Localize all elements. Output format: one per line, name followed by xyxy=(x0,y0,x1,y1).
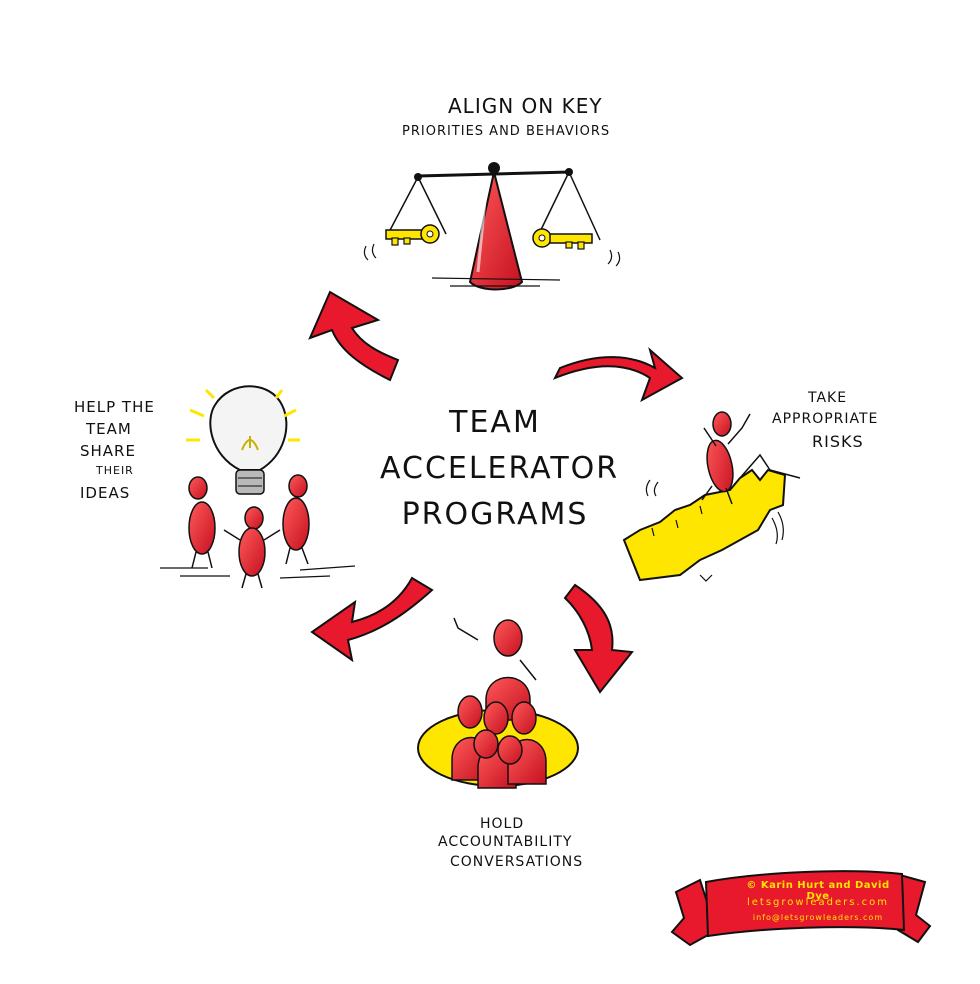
credits-authors: © Karin Hurt and David Dye xyxy=(746,880,890,902)
accountability-label-line3: Conversations xyxy=(450,854,584,870)
align-label-line2: Priorities and Behaviors xyxy=(402,124,611,139)
key-icon-right xyxy=(532,228,593,250)
center-title-line1: Team xyxy=(449,405,541,440)
lightbulb-icon xyxy=(186,385,300,495)
figure-right xyxy=(282,474,310,565)
ideas-label-line4: their xyxy=(96,464,134,477)
accountability-group-icon xyxy=(417,617,579,789)
key-icon-left xyxy=(385,224,440,246)
align-label-line1: Align on Key xyxy=(448,94,603,118)
center-title-line2: Accelerator xyxy=(380,451,620,486)
figure-climber xyxy=(701,411,751,505)
credits-banner xyxy=(670,870,932,947)
risks-label-line2: Appropriate xyxy=(772,411,879,427)
accountability-label-line2: Accountability xyxy=(438,834,573,850)
center-title-line3: Programs xyxy=(401,497,589,532)
cliff-icon xyxy=(622,453,801,582)
risks-label-line3: Risks xyxy=(812,432,864,451)
figure-center xyxy=(223,506,281,589)
arrow-top-right xyxy=(552,347,684,403)
ideas-label-line1: Help the xyxy=(74,398,155,416)
ideas-label-line5: Ideas xyxy=(80,484,131,502)
arrow-bottom-left xyxy=(310,576,434,663)
ideas-label-line3: Share xyxy=(80,442,136,460)
ideas-label-line2: Team xyxy=(86,420,132,438)
arrow-top-left xyxy=(308,290,400,382)
balance-scale-icon xyxy=(363,162,621,291)
accountability-label-line1: Hold xyxy=(480,816,525,832)
risks-label-line1: Take xyxy=(808,390,848,406)
credits-email: info@letsgrowleaders.com xyxy=(752,913,884,922)
credits-website: letsgrowleaders.com xyxy=(746,897,889,908)
arrow-bottom-right xyxy=(563,583,634,694)
center-title: Team Accelerator Programs xyxy=(380,400,620,538)
figure-left xyxy=(188,476,216,569)
